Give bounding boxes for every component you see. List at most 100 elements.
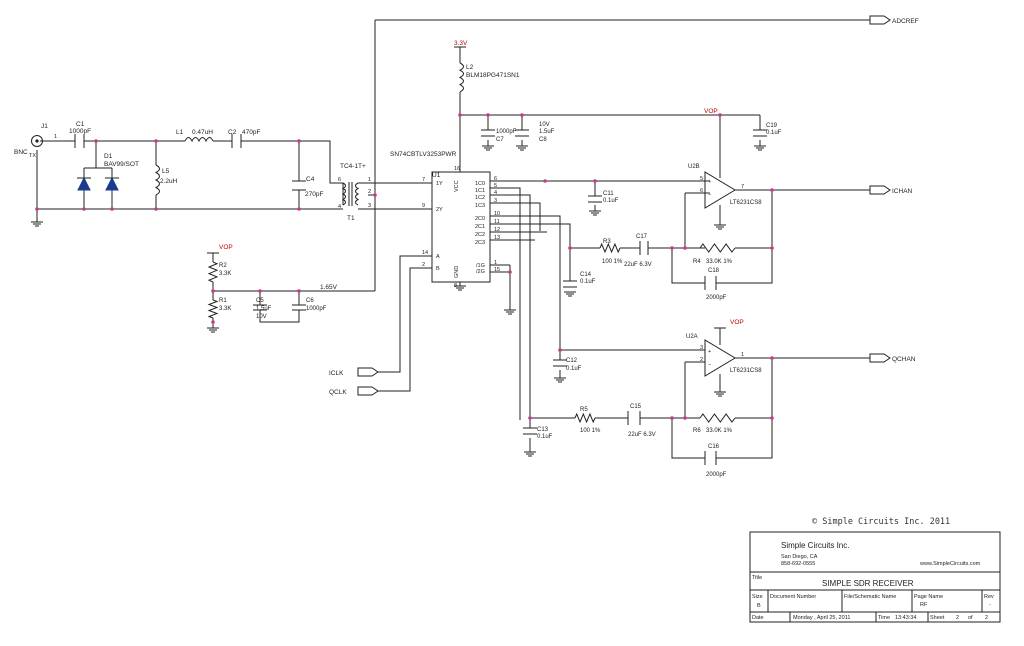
u2a-ref: U2A <box>686 334 698 340</box>
tb-size: B <box>757 603 761 609</box>
svg-text:−: − <box>708 192 711 198</box>
tb-time-label: Time <box>878 615 890 621</box>
tb-city: San Diego, CA <box>781 554 818 560</box>
c1-capacitor: C1 1000pF <box>69 121 91 148</box>
r2-ref: R2 <box>219 263 227 269</box>
j1-type: BNC <box>14 149 28 156</box>
vop-label-rail: VOP <box>704 108 718 115</box>
c8-ref: C8 <box>539 137 547 143</box>
u1-pin-name-b: B <box>436 266 440 272</box>
c7-ref: C7 <box>496 137 504 143</box>
adcref-label: ADCREF <box>892 18 919 25</box>
c8-capacitor: 10V 1.5uF C8 <box>515 122 555 143</box>
c14-ref: C14 <box>580 272 592 278</box>
tb-size-label: Size <box>752 594 763 600</box>
l1-inductor: L1 0.47uH <box>176 129 214 143</box>
r5-ref: R5 <box>580 407 588 413</box>
iclk-port: ICLK <box>329 367 379 377</box>
c16-value: 2000pF <box>706 472 727 478</box>
r6-ref: R6 <box>693 428 701 434</box>
c17-value: 22uF 6.3V <box>624 262 652 268</box>
ground-symbol-1 <box>31 221 43 227</box>
iclk-label: ICLK <box>329 370 344 377</box>
tb-page-label: Page Name <box>914 594 943 600</box>
u2a-pin-1: 1 <box>741 352 744 358</box>
c2-value: 470pF <box>242 129 260 136</box>
c17-capacitor: C17 22uF 6.3V <box>624 234 652 268</box>
t1-pin-1: 1 <box>368 177 371 183</box>
j1-ref: J1 <box>41 123 48 130</box>
j1-sub: TX <box>29 153 36 159</box>
u1-oe2-name: /2G <box>476 269 485 275</box>
u1-pin-name-2c2: 2C2 <box>475 232 485 238</box>
wires <box>36 19 870 459</box>
tb-date: Monday , April 25, 2011 <box>793 615 850 621</box>
u2a-pin-2: 2 <box>700 357 703 363</box>
t1-pin-4: 4 <box>338 204 341 210</box>
c7-value: 1000pF <box>496 129 517 135</box>
l5-ref: L5 <box>162 168 170 175</box>
c11-ref: C11 <box>603 191 614 197</box>
svg-text:+: + <box>708 349 711 355</box>
r2-resistor: R2 3.3K <box>207 261 231 283</box>
u2b-ref: U2B <box>688 164 700 170</box>
c15-capacitor: C15 22uF 6.3V <box>627 404 656 438</box>
c17-ref: C17 <box>636 234 648 240</box>
c15-value: 22uF 6.3V <box>628 432 656 438</box>
r6-resistor: R6 33.0K 1% <box>693 413 736 434</box>
c16-capacitor: C16 2000pF <box>704 444 727 478</box>
c11-capacitor: C11 0.1uF <box>588 191 619 204</box>
junctions <box>35 113 774 420</box>
l5-inductor: L5 2.2uH <box>154 164 178 196</box>
c4-value: 270pF <box>305 191 323 198</box>
c13-ref: C13 <box>537 427 549 433</box>
title-block: Simple Circuits Inc. San Diego, CA 858-6… <box>749 531 1001 623</box>
c6-value: 1000pF <box>306 306 327 312</box>
d1-value: BAV99/SOT <box>104 161 139 168</box>
c16-ref: C16 <box>708 444 720 450</box>
u1-vcc: VCC <box>454 180 460 192</box>
tb-file-label: File/Schematic Name <box>844 594 896 600</box>
ground-symbols <box>31 145 766 457</box>
c14-value: 0.1uF <box>580 279 596 285</box>
ground-symbol-7 <box>564 291 576 297</box>
u1-pin-num-14: 14 <box>422 250 428 256</box>
d1-ref: D1 <box>104 153 113 160</box>
r5-value: 100 1% <box>580 428 601 434</box>
u1-pin-num-3: 3 <box>494 198 497 204</box>
u1-pin-name-1y: 1Y <box>436 181 443 187</box>
ground-symbol-13 <box>714 391 726 397</box>
t1-pin-6: 6 <box>338 177 341 183</box>
u2b-pin-5: 5 <box>700 176 703 182</box>
r4-resistor: R4 33.0K 1% <box>693 243 736 265</box>
c5-capacitor: C5 1.5uF 10V <box>253 298 272 320</box>
tb-docnum-label: Document Number <box>770 594 816 600</box>
l5-value: 2.2uH <box>160 178 178 185</box>
u1-pin-name-1c1: 1C1 <box>475 188 485 194</box>
u1-pin-num-2: 2 <box>422 262 425 268</box>
tb-title: SIMPLE SDR RECEIVER <box>822 579 914 588</box>
ground-symbol-12 <box>524 451 536 457</box>
tb-rev: - <box>989 602 991 608</box>
ground-symbol-9 <box>207 327 219 333</box>
c18-ref: C18 <box>708 268 720 274</box>
c12-capacitor: C12 0.1uF <box>553 358 582 372</box>
u1-pin-name-1c3: 1C3 <box>475 203 485 209</box>
u1-pin-num-6: 6 <box>494 176 497 182</box>
c19-ref: C19 <box>766 123 778 129</box>
u2b-value: LT6231CS8 <box>730 200 762 206</box>
u1-pin-name-2c1: 2C1 <box>475 224 485 230</box>
c5-voltage: 10V <box>256 314 267 320</box>
c18-value: 2000pF <box>706 295 727 301</box>
c14-capacitor: C14 0.1uF <box>563 272 596 288</box>
u1-pin-num-12: 12 <box>494 227 500 233</box>
vop-label-u2a: VOP <box>730 319 744 326</box>
u2b-opamp: + − U2B LT6231CS8 5 6 7 <box>688 164 762 209</box>
tb-of-label: of <box>968 615 973 621</box>
tb-sheet-label: Sheet <box>930 615 945 621</box>
tb-date-label: Date <box>752 615 764 621</box>
c15-ref: C15 <box>630 404 642 410</box>
c12-ref: C12 <box>566 358 578 364</box>
u2a-value: LT6231CS8 <box>730 368 762 374</box>
